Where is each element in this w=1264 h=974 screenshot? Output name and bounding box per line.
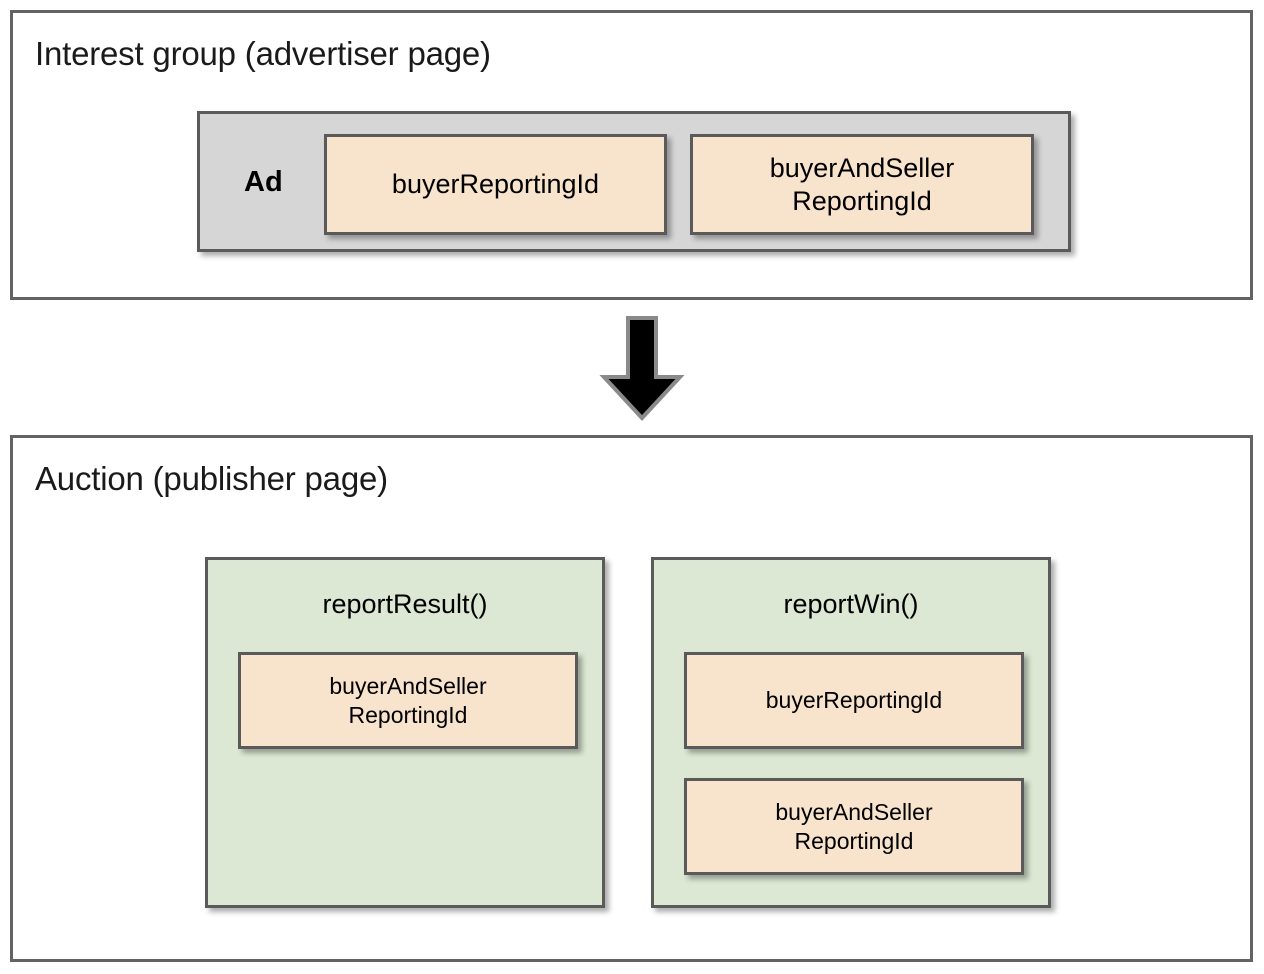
report-result-param-buyer-and-seller-reporting-id: buyerAndSeller ReportingId [238, 652, 578, 749]
ad-container: Ad buyerReportingId buyerAndSeller Repor… [197, 111, 1071, 252]
report-result-title: reportResult() [322, 589, 488, 619]
report-win-param-buyer-reporting-id: buyerReportingId [684, 652, 1024, 749]
auction-title: Auction (publisher page) [35, 460, 388, 497]
ad-field-buyer-and-seller-reporting-id: buyerAndSeller ReportingId [690, 134, 1034, 235]
report-result-box: reportResult() buyerAndSeller ReportingI… [205, 557, 605, 908]
arrow-down-icon [598, 315, 686, 422]
report-win-title: reportWin() [783, 589, 919, 619]
interest-group-title: Interest group (advertiser page) [35, 35, 491, 72]
interest-group-section: Interest group (advertiser page) Ad buye… [10, 10, 1253, 300]
ad-label: Ad [244, 165, 283, 198]
report-win-box: reportWin() buyerReportingId buyerAndSel… [651, 557, 1051, 908]
report-win-param-buyer-and-seller-reporting-id: buyerAndSeller ReportingId [684, 778, 1024, 875]
auction-section: Auction (publisher page) reportResult() … [10, 435, 1253, 962]
ad-field-buyer-reporting-id: buyerReportingId [324, 134, 667, 235]
